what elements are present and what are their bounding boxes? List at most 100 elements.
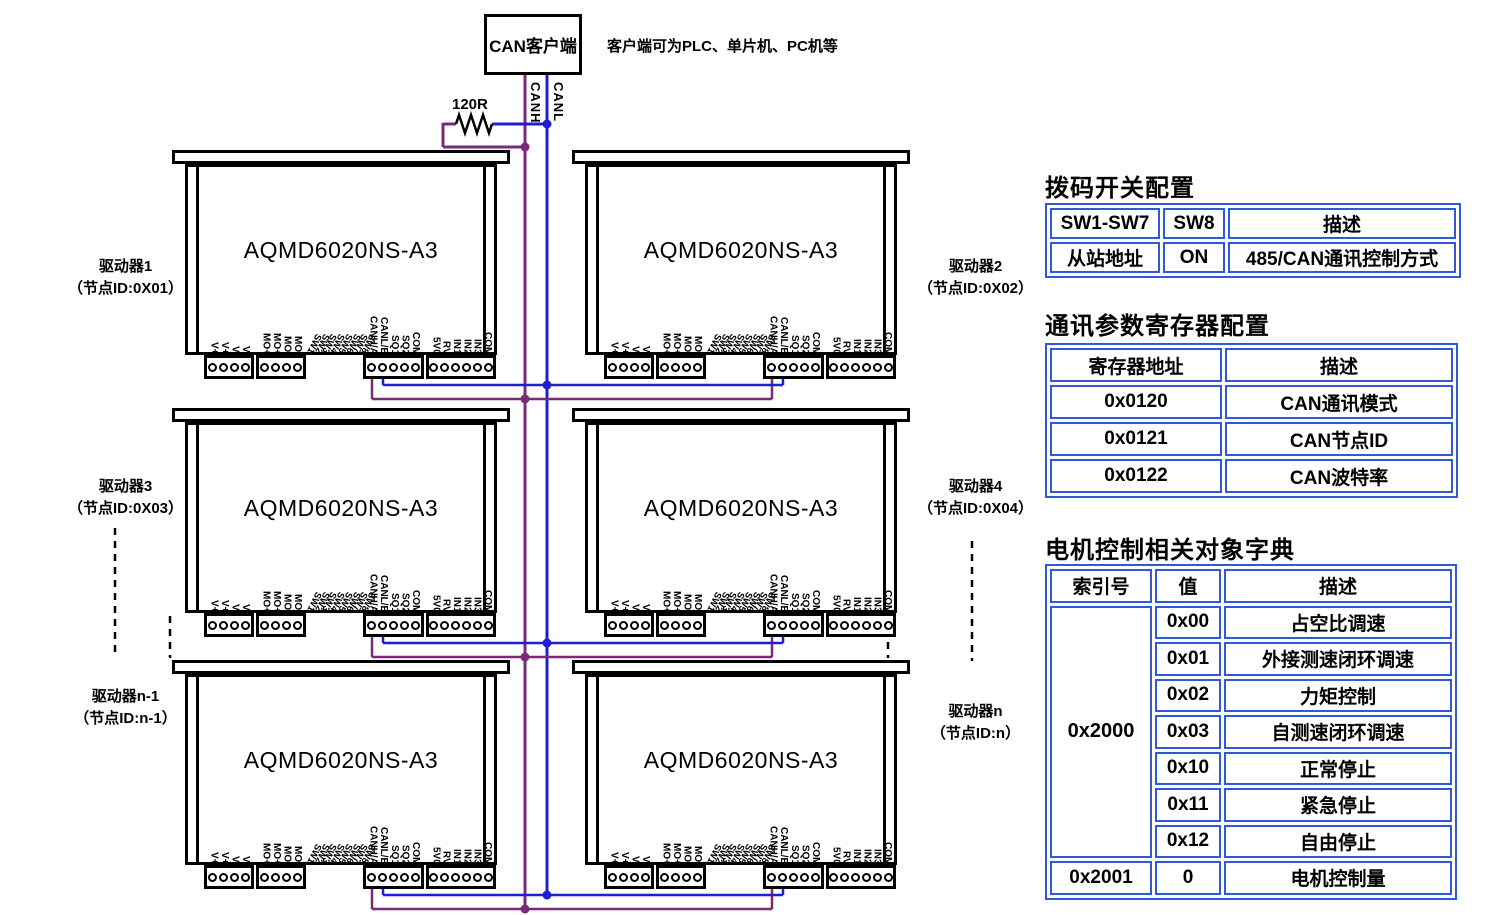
driver-lid: [172, 150, 510, 164]
pin-label: MO+: [660, 333, 672, 355]
terminal-pin: [608, 620, 617, 630]
pin-label-row: V+V+V-V-: [208, 298, 252, 355]
terminal-pin: [282, 620, 291, 630]
terminal-pin: [671, 620, 680, 630]
termination-resistor-symbol: [454, 111, 494, 137]
terminal-pin: [789, 872, 798, 882]
pin-label: IN3: [471, 849, 483, 865]
terminal-block: [826, 865, 896, 889]
pin-label: CANH/A: [367, 826, 379, 865]
driver-name-label: 驱动器3（节点ID:0X03）: [38, 476, 213, 520]
pin-label: MO+: [671, 843, 682, 865]
table-cell: 外接测速闭环调速: [1224, 642, 1452, 676]
table-cell: 从站地址: [1050, 242, 1160, 273]
termination-resistor-label: 120R: [452, 96, 488, 113]
terminal-block: [826, 355, 896, 379]
pin-label: 5V0: [830, 337, 842, 355]
terminal-pin: [862, 872, 871, 882]
pin-label-row: MO+MO+MO-MO-: [660, 298, 704, 355]
driver-wall-right: [483, 676, 486, 863]
terminal-pin: [367, 620, 376, 630]
canl-junction-dot: [542, 119, 552, 129]
terminal-pin: [608, 872, 617, 882]
pin-label: MO-: [281, 335, 293, 355]
terminal-pin: [630, 872, 639, 882]
pin-label: MO-: [681, 593, 693, 613]
pin-label-row: V+V+V-V-: [608, 556, 652, 613]
pin-label: IN3: [471, 597, 483, 613]
canh-junction-dot: [520, 142, 530, 152]
pin-label: CANH/A: [767, 574, 779, 613]
pin-label: V+: [208, 852, 220, 865]
pin-label: V+: [608, 342, 620, 355]
pin-label: V-: [640, 855, 651, 865]
pin-label: MO+: [260, 591, 272, 613]
terminal-pin: [800, 620, 809, 630]
pin-label: V-: [240, 345, 251, 355]
canh-junction-dot: [520, 394, 530, 404]
driver-body: AQMD6020NS-A3: [585, 422, 897, 613]
table-cell: CAN节点ID: [1225, 422, 1453, 456]
pin-label: SQ2: [799, 844, 811, 865]
table-cell: 0x03: [1155, 715, 1221, 749]
pin-label: SQ2: [799, 334, 811, 355]
terminal-block: [656, 865, 706, 889]
pin-label-row: MO+MO+MO-MO-: [260, 808, 304, 865]
pin-label-row: V+V+V-V-: [608, 808, 652, 865]
table-cell: 0x2001: [1050, 861, 1152, 895]
terminal-pin: [630, 362, 639, 372]
pin-label: SQ1: [388, 334, 400, 355]
terminal-pin: [451, 620, 460, 630]
terminal-pin: [671, 362, 680, 372]
pin-label: CANL/B: [378, 317, 390, 355]
driver-model-label: AQMD6020NS-A3: [643, 747, 839, 773]
terminal-block: [826, 613, 896, 637]
terminal-block: [426, 865, 496, 889]
terminal-pin: [389, 872, 398, 882]
pin-label: MO+: [260, 843, 272, 865]
pin-label: IN3: [471, 339, 483, 355]
terminal-block: [656, 613, 706, 637]
pin-label: V-: [240, 855, 251, 865]
pin-label: COM: [409, 589, 421, 613]
pin-label: MO+: [271, 333, 282, 355]
terminal-pin: [462, 362, 471, 372]
driver-body: AQMD6020NS-A3: [585, 164, 897, 355]
pin-label: SQ1: [388, 844, 400, 865]
table-cell: 0x0122: [1050, 459, 1222, 493]
driver-wall-left: [196, 166, 199, 353]
terminal-pin: [789, 362, 798, 372]
terminal-pin: [378, 620, 387, 630]
driver-name: 驱动器n: [948, 703, 1003, 720]
driver-wall-left: [196, 424, 199, 611]
pin-label: MO+: [271, 591, 282, 613]
table-cell: 索引号: [1050, 569, 1152, 603]
terminal-pin: [484, 362, 493, 372]
pin-label: V-: [640, 345, 651, 355]
terminal-pin: [260, 620, 269, 630]
panel-section-title: 拨码开关配置: [1045, 175, 1195, 202]
pin-label: CANH/A: [767, 826, 779, 865]
terminal-pin: [219, 362, 228, 372]
terminal-pin: [884, 872, 893, 882]
terminal-pin: [862, 620, 871, 630]
terminal-pin: [473, 620, 482, 630]
table-cell: 电机控制量: [1224, 861, 1452, 895]
terminal-pin: [400, 362, 409, 372]
pin-label: IN2: [861, 339, 873, 355]
pin-label: MO+: [671, 591, 682, 613]
driver-lid: [172, 660, 510, 674]
pin-label: V+: [608, 600, 620, 613]
canh-junction-dot: [520, 904, 530, 914]
pin-label: IN2: [461, 339, 473, 355]
terminal-pin: [671, 872, 680, 882]
driver-node-id: （节点ID:0X04）: [917, 500, 1034, 517]
